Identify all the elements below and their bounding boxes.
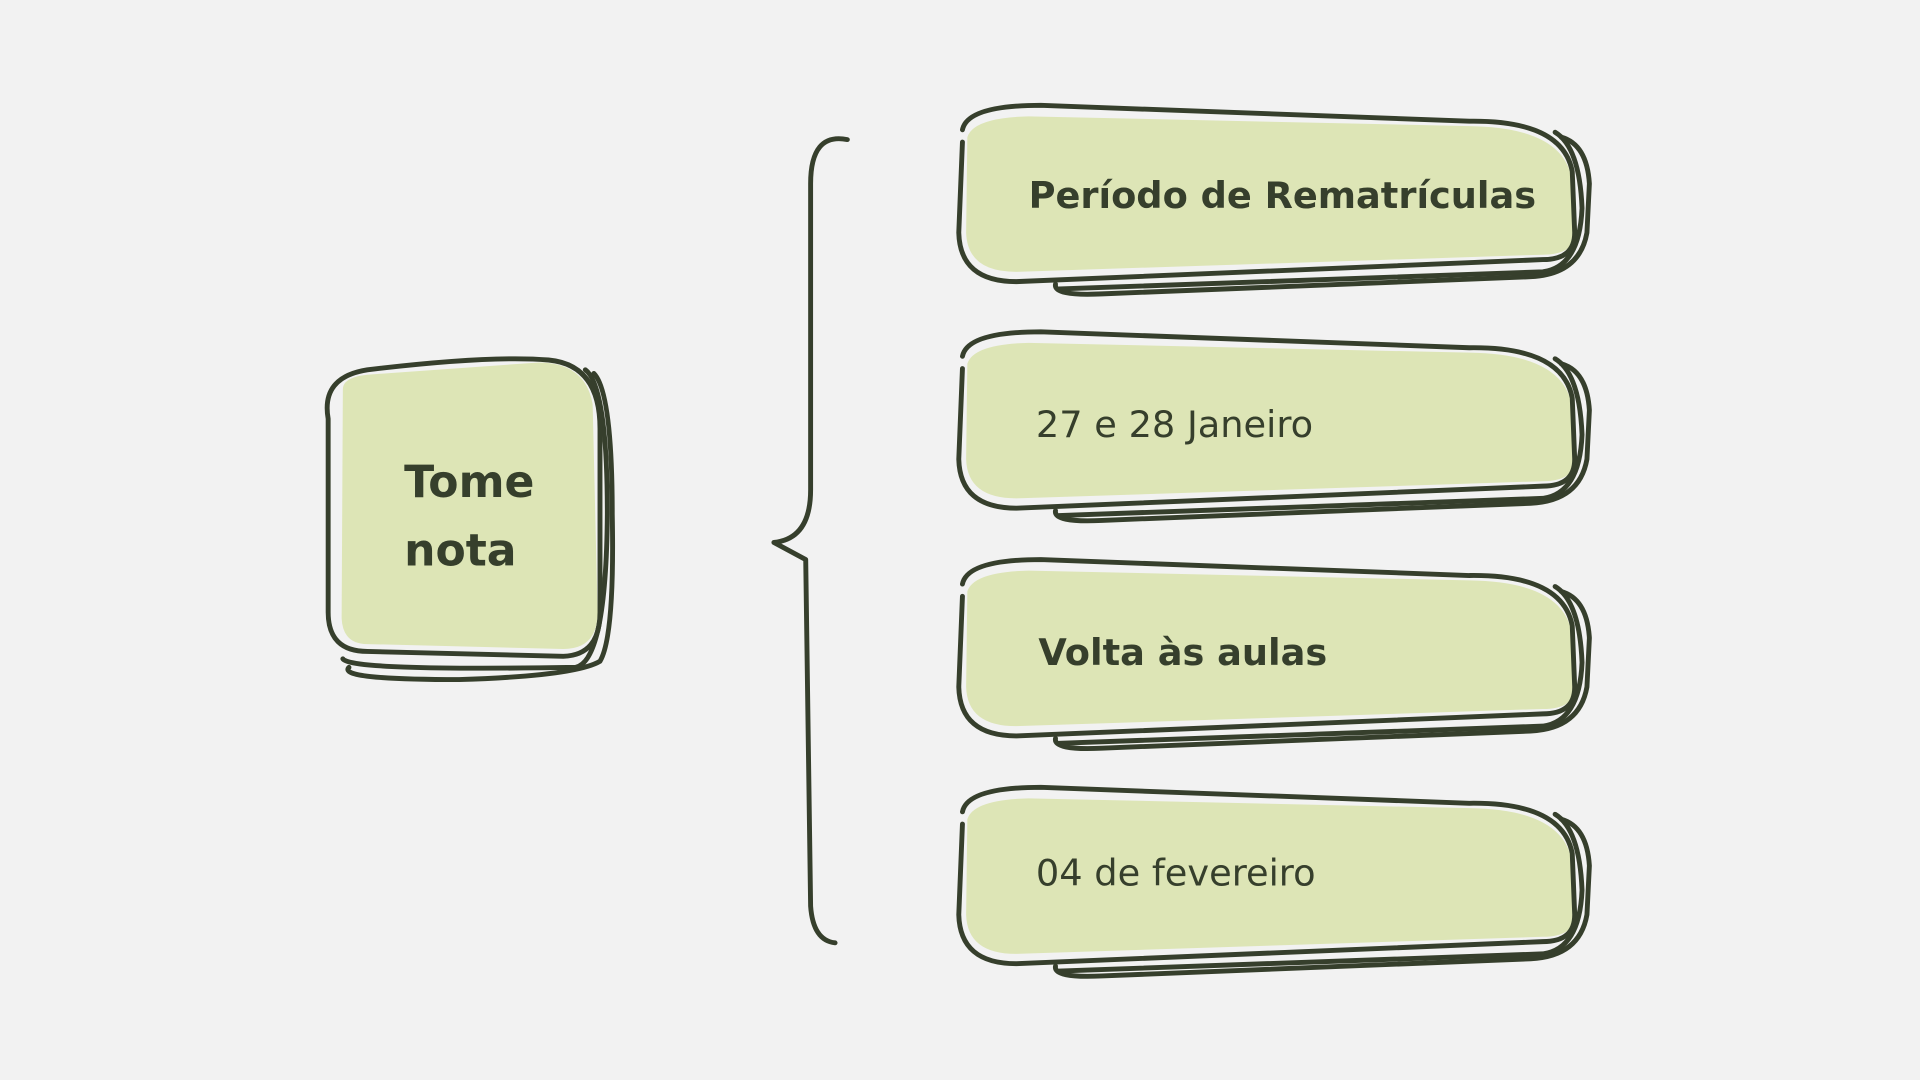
- item-box-2: 27 e 28 Janeiro: [956, 329, 1592, 524]
- item-box-1: Período de Rematrículas: [956, 102, 1592, 297]
- item-box-4: 04 de fevereiro: [956, 784, 1592, 979]
- item-label-4: 04 de fevereiro: [1036, 851, 1316, 894]
- note-title-line2: nota: [404, 526, 516, 577]
- item-label-2: 27 e 28 Janeiro: [1036, 403, 1313, 446]
- item-label-1: Período de Rematrículas: [1029, 174, 1537, 217]
- item-box-3: Volta às aulas: [956, 557, 1592, 751]
- note-title-line1: Tome: [404, 457, 534, 508]
- item-label-3: Volta às aulas: [1038, 631, 1327, 674]
- curly-brace: [771, 136, 850, 946]
- tome-nota-box: Tome nota: [324, 356, 616, 683]
